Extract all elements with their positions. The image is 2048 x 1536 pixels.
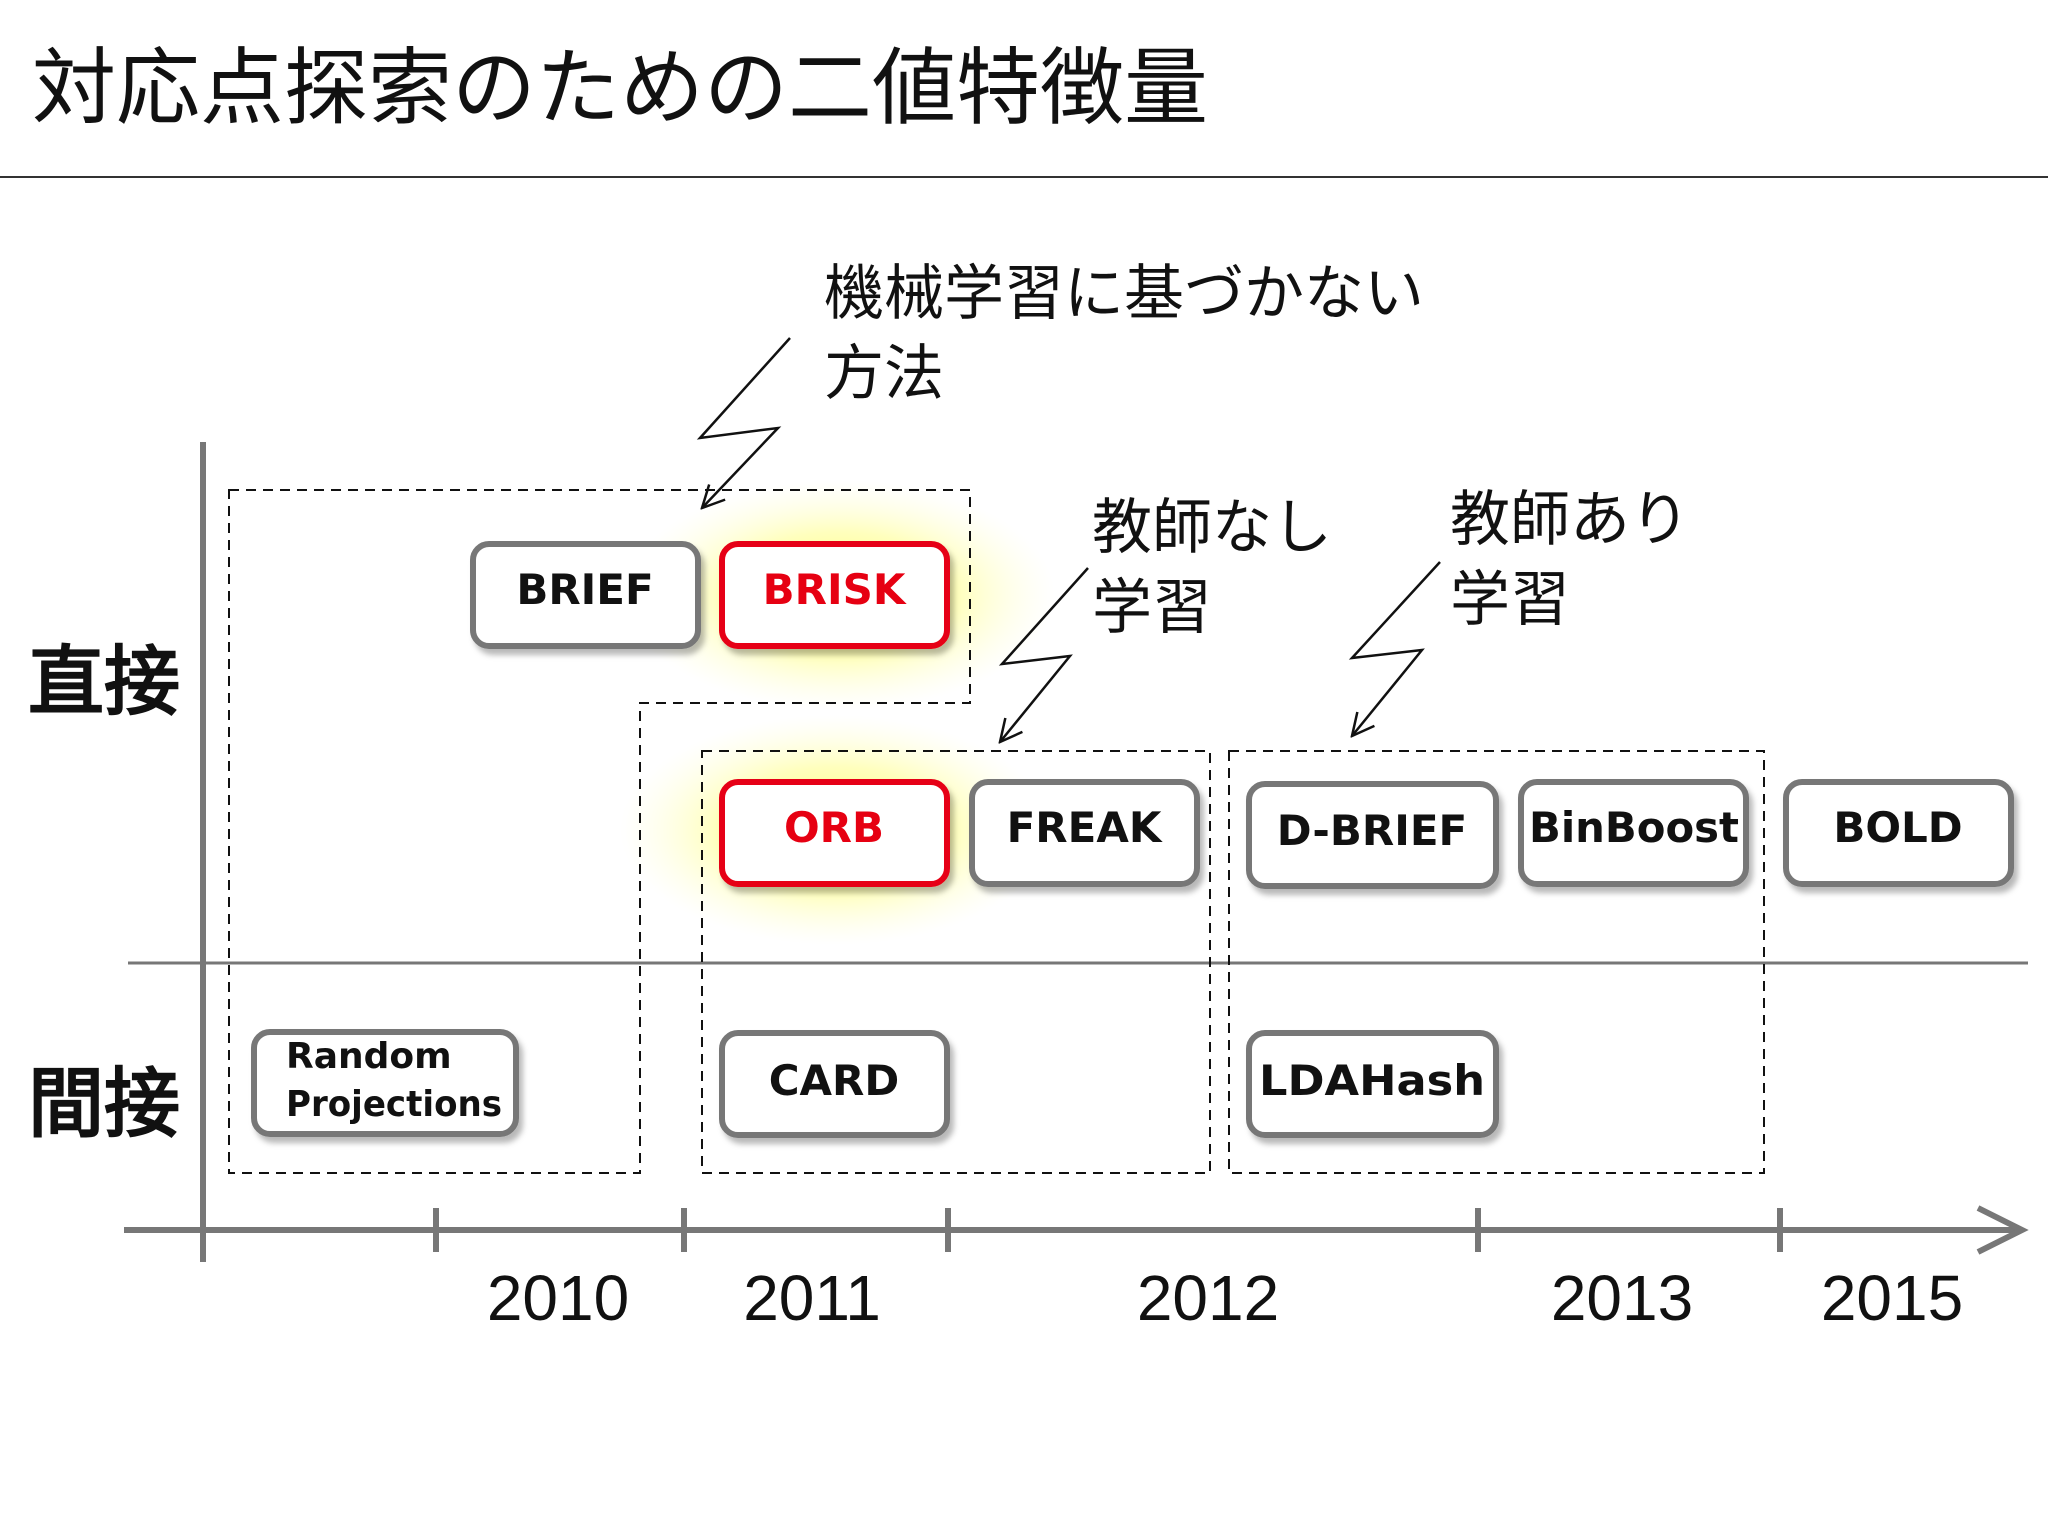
time-axis-ticks bbox=[433, 1208, 1783, 1252]
descriptor-random-projections: Random Projections bbox=[251, 1029, 519, 1137]
annotation-supervised-line1: 教師あり bbox=[1450, 485, 1690, 555]
annotation-supervised-line2: 学習 bbox=[1450, 565, 1570, 635]
year-label-2012: 2012 bbox=[1137, 1262, 1279, 1334]
year-label-2010: 2010 bbox=[487, 1262, 629, 1334]
descriptor-orb: ORB bbox=[719, 779, 950, 887]
svg-text:Random: Random bbox=[286, 1036, 452, 1077]
annotation-non-learning-line1: 機械学習に基づかない bbox=[824, 259, 1424, 329]
unsupervised-callout-arrow bbox=[1000, 567, 1089, 742]
svg-text:BinBoost: BinBoost bbox=[1529, 803, 1739, 852]
descriptor-d-brief: D-BRIEF bbox=[1246, 781, 1499, 889]
svg-text:CARD: CARD bbox=[769, 1056, 900, 1105]
descriptor-card: CARD bbox=[719, 1030, 950, 1138]
svg-text:FREAK: FREAK bbox=[1007, 803, 1163, 852]
descriptor-brief: BRIEF bbox=[470, 541, 701, 649]
row-label-direct: 直接 bbox=[28, 637, 180, 726]
unsupervised-group-region bbox=[701, 750, 1211, 1174]
time-axis-arrowhead bbox=[1976, 1205, 2029, 1255]
non-learning-group-region bbox=[228, 489, 971, 1174]
descriptor-bold: BOLD bbox=[1783, 779, 2014, 887]
svg-text:BOLD: BOLD bbox=[1833, 803, 1962, 852]
title-divider bbox=[0, 176, 2048, 178]
page-title: 対応点探索のための二値特徴量 bbox=[32, 39, 1209, 137]
year-label-2011: 2011 bbox=[743, 1262, 881, 1334]
svg-text:ORB: ORB bbox=[784, 803, 884, 852]
annotation-non-learning-line2: 方法 bbox=[824, 339, 944, 409]
descriptor-ldahash: LDAHash bbox=[1246, 1030, 1499, 1138]
descriptor-freak: FREAK bbox=[969, 779, 1200, 887]
descriptor-brisk: BRISK bbox=[719, 541, 950, 649]
row-label-indirect: 間接 bbox=[28, 1059, 180, 1148]
svg-text:LDAHash: LDAHash bbox=[1259, 1056, 1485, 1105]
svg-text:Projections: Projections bbox=[286, 1084, 502, 1125]
supervised-group-region bbox=[1228, 750, 1765, 1174]
svg-text:BRISK: BRISK bbox=[763, 565, 907, 614]
svg-text:D-BRIEF: D-BRIEF bbox=[1277, 806, 1467, 855]
annotation-unsupervised-line2: 学習 bbox=[1092, 573, 1212, 643]
descriptor-binboost: BinBoost bbox=[1518, 779, 1749, 887]
supervised-callout-arrow bbox=[1348, 561, 1441, 736]
svg-text:BRIEF: BRIEF bbox=[516, 565, 653, 614]
year-label-2013: 2013 bbox=[1551, 1262, 1693, 1334]
non-learning-callout-arrow bbox=[696, 337, 791, 508]
annotation-unsupervised-line1: 教師なし bbox=[1092, 493, 1332, 563]
year-label-2015: 2015 bbox=[1821, 1262, 1963, 1334]
